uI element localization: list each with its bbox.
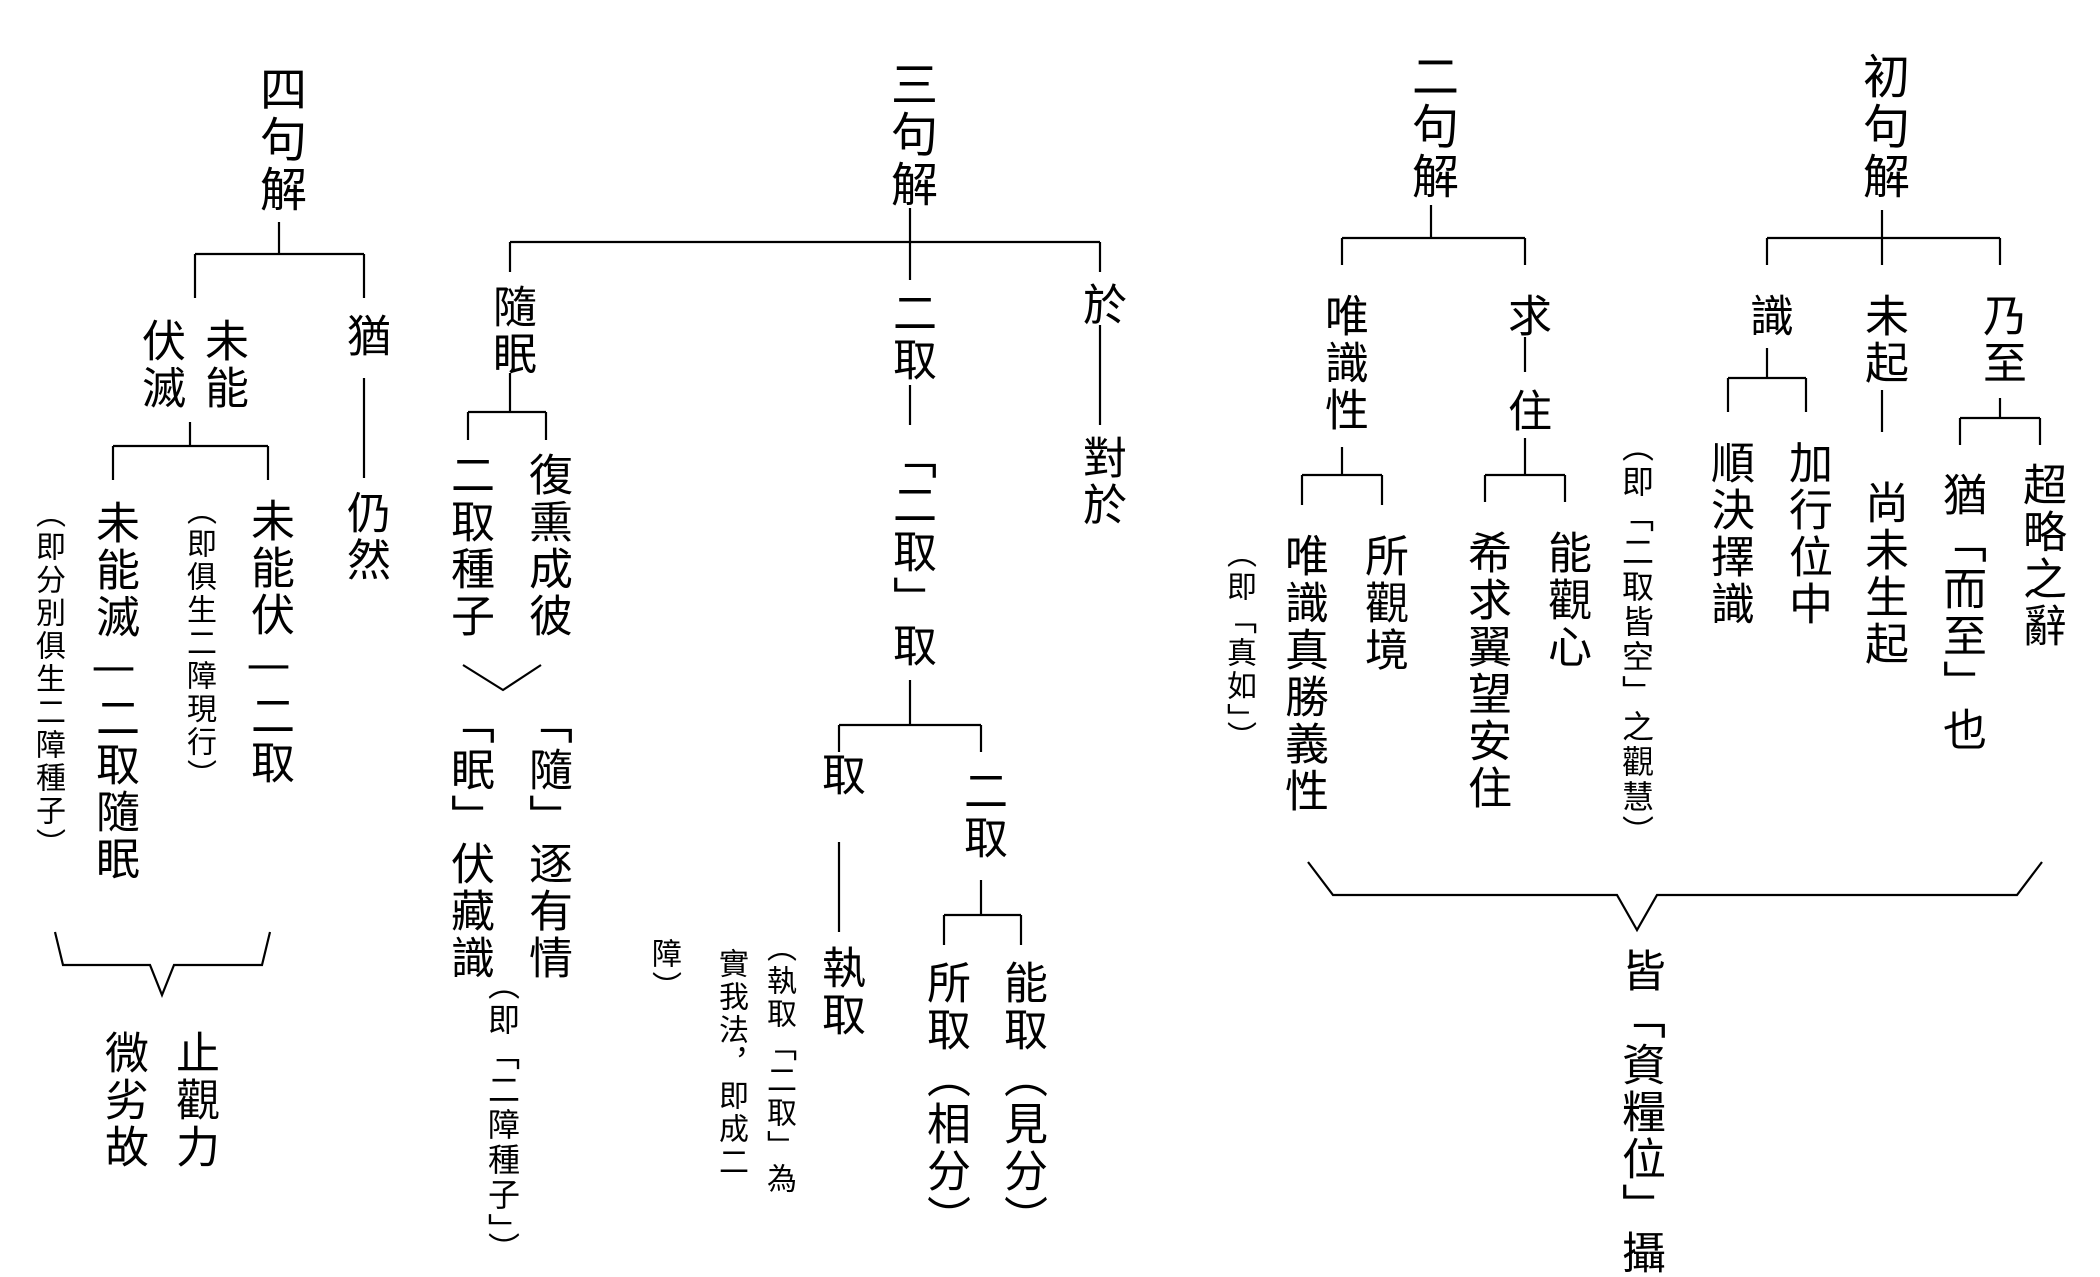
c3-node-erqu-sub: 二取 bbox=[956, 768, 1007, 862]
c4-branch-lines bbox=[193, 222, 366, 298]
c3-b2a1-split bbox=[942, 880, 1023, 945]
c1-node-weiqi: 未起 bbox=[1857, 293, 1908, 387]
c12-summary: 皆「資糧位」攝 bbox=[1614, 948, 1665, 1277]
c3-node-mianfu: 「眠」伏藏識 bbox=[443, 700, 494, 982]
c3-b3-split bbox=[466, 373, 548, 440]
c4-node-weinengmie: 未能滅—二取隨眠 bbox=[88, 500, 139, 883]
c1-node-shunjue: 順決擇識 bbox=[1703, 440, 1754, 628]
c3-node-fuxun: 復熏成彼 bbox=[521, 452, 572, 640]
c4-heading: 四句解 bbox=[251, 65, 306, 215]
c2-node-qiu: 求 bbox=[1500, 293, 1551, 340]
c3-node-suizhu: 「隨」逐有情 bbox=[521, 700, 572, 982]
c2-node-zhu: 住 bbox=[1500, 388, 1551, 435]
c3-node-suoqu: 所取（相分） bbox=[919, 960, 970, 1242]
c3-node-suimian: 隨眠 bbox=[485, 284, 536, 378]
c3-heading: 三句解 bbox=[882, 60, 937, 210]
c3-node-erququ: 「二取」取 bbox=[885, 435, 936, 670]
c3-note-zhiqu-3: 障） bbox=[646, 938, 681, 1004]
c4-node-weineng: 未能 bbox=[197, 318, 248, 412]
c3-b2a-split bbox=[837, 680, 983, 752]
c1-b3-split bbox=[1726, 348, 1808, 412]
c4-node-weinengfu: 未能伏—二取 bbox=[243, 498, 294, 787]
c4-note-jusheng: （即俱生二障現行） bbox=[181, 495, 216, 792]
c3-b3-converge bbox=[462, 664, 542, 692]
c1-node-shi: 識 bbox=[1742, 293, 1793, 340]
c1-node-shangwei: 尚未生起 bbox=[1857, 480, 1908, 668]
c1-branch-lines bbox=[1765, 210, 2002, 265]
c4-summary-1: 止觀力 bbox=[168, 1030, 219, 1171]
c2-node-suoguan: 所觀境 bbox=[1357, 533, 1408, 674]
c4-note-fenbie: （即分別俱生二障種子） bbox=[30, 498, 65, 861]
c3-note-zhiqu-2: 實我法，即成二 bbox=[713, 948, 748, 1179]
c3-node-duiyu: 對於 bbox=[1075, 435, 1126, 529]
c1-heading: 初句解 bbox=[1854, 52, 1909, 202]
c2-b2-split bbox=[1300, 447, 1384, 505]
c2-b1a-split bbox=[1483, 438, 1567, 502]
c2-branch-lines bbox=[1340, 205, 1527, 265]
c3-node-erquzhongzi: 二取種子 bbox=[443, 452, 494, 640]
c1-node-naizhi: 乃至 bbox=[1975, 293, 2026, 387]
c1-node-chaolue: 超略之辭 bbox=[2015, 462, 2066, 650]
c2-node-nengguan: 能觀心 bbox=[1540, 530, 1591, 671]
c2-node-weishizhen: 唯識真勝義性 bbox=[1277, 533, 1328, 815]
c1-b1-split bbox=[1958, 398, 2042, 445]
c4-node-fumie: 伏滅 bbox=[134, 318, 185, 412]
c2-note-zhenru: （即「真如」） bbox=[1221, 538, 1256, 754]
c2-node-xiqiu: 希求翼望安住 bbox=[1460, 530, 1511, 812]
c3-note-erzhang: （即「二障種子」） bbox=[483, 968, 521, 1267]
c4-b2-split bbox=[111, 422, 270, 480]
c4-node-you: 猶 bbox=[339, 313, 390, 360]
c2-node-weishixing: 唯識性 bbox=[1317, 293, 1368, 434]
c4-summary-2: 微劣故 bbox=[97, 1030, 148, 1171]
c3-node-zhiqu: 執取 bbox=[814, 945, 865, 1039]
c3-node-qu: 取 bbox=[814, 752, 865, 799]
c3-node-erqu: 二取 bbox=[885, 290, 936, 384]
c3-node-nengqu: 能取（見分） bbox=[996, 960, 1047, 1242]
c3-node-yu: 於 bbox=[1075, 282, 1126, 329]
c12-brace bbox=[1307, 861, 2043, 933]
c3-note-zhiqu-1: （執取「二取」為 bbox=[761, 932, 796, 1196]
c12-note-erqu: （即「二取皆空」之觀慧） bbox=[1617, 430, 1655, 850]
c2-heading: 二句解 bbox=[1403, 52, 1458, 202]
c4-brace bbox=[53, 931, 272, 998]
c3-branch-lines bbox=[508, 208, 1102, 280]
c1-node-jiaxing: 加行位中 bbox=[1781, 440, 1832, 628]
c4-node-rengran: 仍然 bbox=[339, 490, 390, 584]
c1-node-youerzhi: 猶「而至」也 bbox=[1935, 472, 1986, 754]
